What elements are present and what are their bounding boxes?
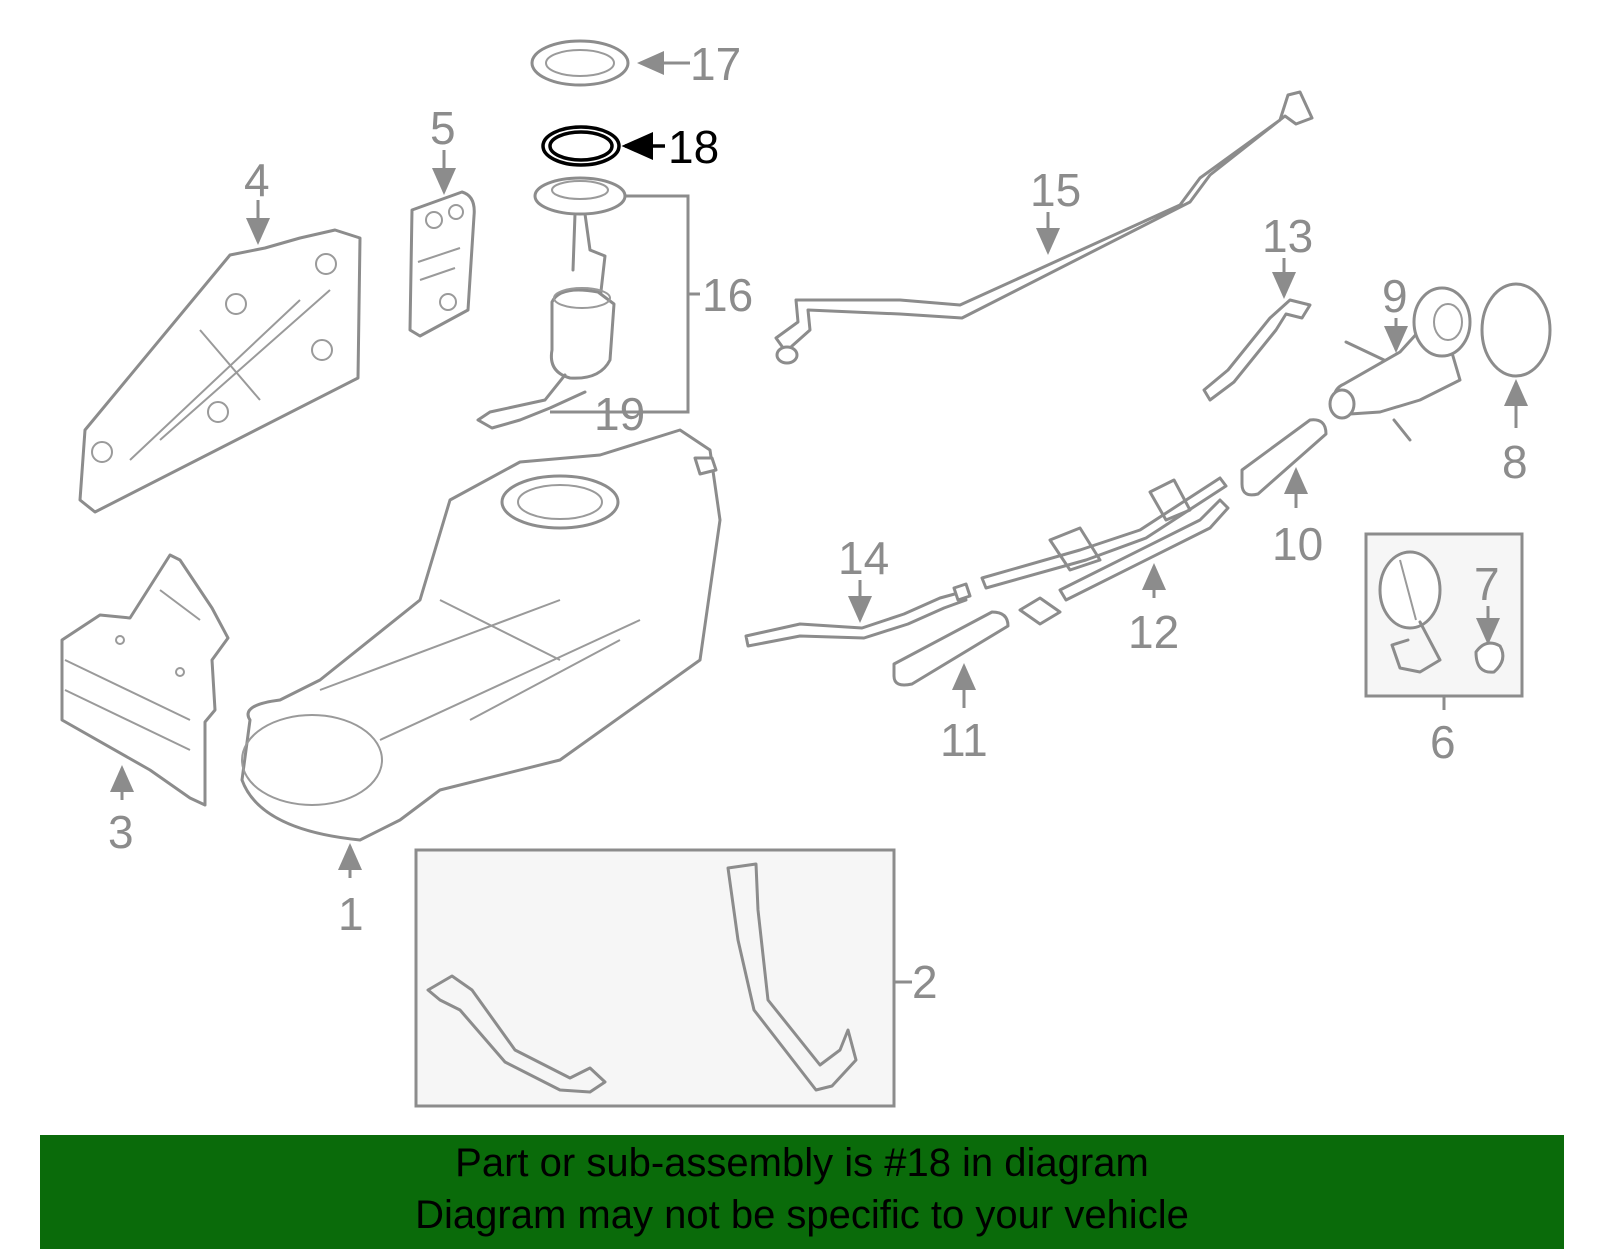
part-18-seal xyxy=(541,125,621,167)
part-2-box xyxy=(414,848,896,1108)
part-2-straps xyxy=(426,862,858,1094)
part-17-lock-ring xyxy=(530,39,630,87)
callout-14: 14 xyxy=(838,532,889,584)
part-16-fuel-pump xyxy=(476,176,627,430)
part-14-vent-tube xyxy=(744,582,972,648)
leader-16 xyxy=(550,194,690,414)
callout-18: 18 xyxy=(668,121,719,173)
callout-11: 11 xyxy=(940,714,988,766)
part-8-gasket xyxy=(1480,282,1552,378)
part-7-tether xyxy=(1474,641,1505,674)
part-6-fuel-cap xyxy=(1378,550,1442,674)
part-5-bracket xyxy=(408,190,476,338)
part-4-heat-shield xyxy=(78,228,362,514)
part-15-vent-pipe xyxy=(774,90,1314,365)
callout-8: 8 xyxy=(1502,436,1528,488)
callout-19: 19 xyxy=(594,388,645,440)
callout-16: 16 xyxy=(702,269,753,321)
banner-line-2: Diagram may not be specific to your vehi… xyxy=(415,1193,1189,1237)
part-12-lines xyxy=(980,476,1230,626)
callout-17: 17 xyxy=(690,38,741,90)
part-13-vent-tube xyxy=(1202,298,1312,402)
callout-3: 3 xyxy=(108,806,134,858)
banner-line-1: Part or sub-assembly is #18 in diagram xyxy=(455,1141,1149,1185)
callout-2: 2 xyxy=(912,956,938,1008)
part-9-filler-neck xyxy=(1328,286,1472,442)
callout-13: 13 xyxy=(1262,210,1313,262)
callout-12: 12 xyxy=(1128,606,1179,658)
callout-1: 1 xyxy=(338,888,364,940)
callout-4: 4 xyxy=(244,154,270,206)
callout-9: 9 xyxy=(1382,270,1408,322)
callout-10: 10 xyxy=(1272,518,1323,570)
part-3-shield xyxy=(60,553,230,807)
callout-15: 15 xyxy=(1030,164,1081,216)
part-1-fuel-tank xyxy=(240,428,722,842)
part-11-hose xyxy=(892,610,1010,687)
callout-5: 5 xyxy=(430,102,456,154)
callout-7: 7 xyxy=(1474,558,1500,610)
info-banner: Part or sub-assembly is #18 in diagram D… xyxy=(40,1135,1564,1249)
callout-6: 6 xyxy=(1430,716,1456,768)
part-10-hose xyxy=(1240,418,1328,497)
